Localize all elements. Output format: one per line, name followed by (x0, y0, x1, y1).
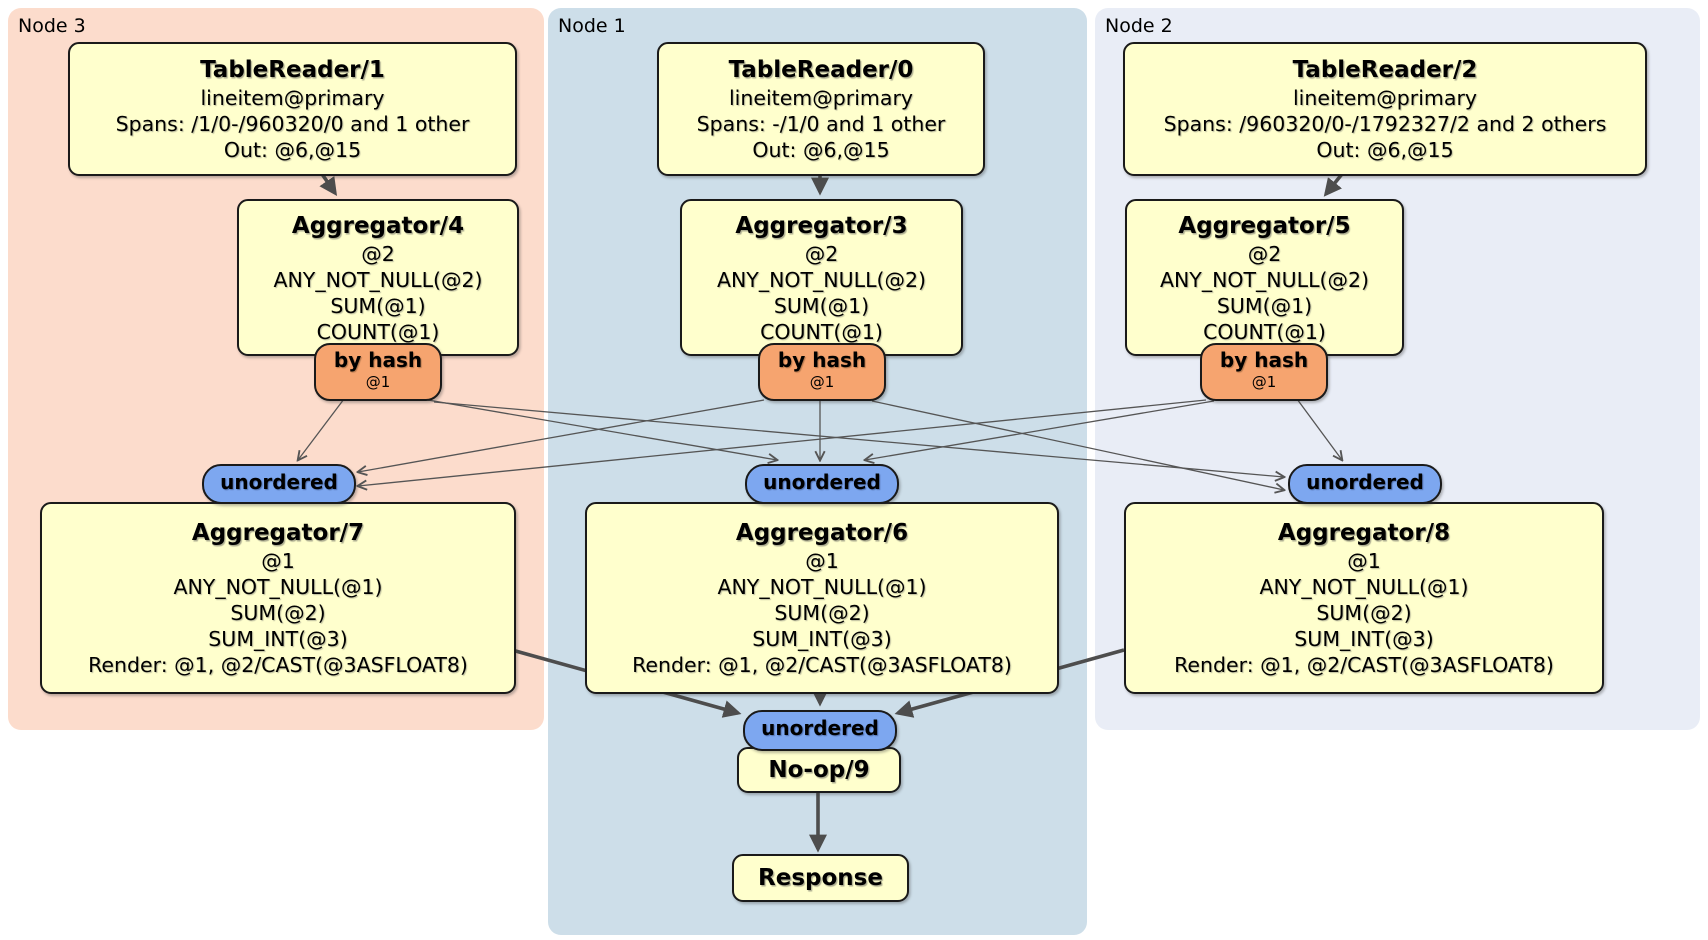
processor-detail: ANY_NOT_NULL(@2) (273, 267, 483, 292)
stream-unordered-label: unordered (220, 470, 338, 494)
processor-detail: lineitem@primary (1292, 86, 1478, 110)
processor-tablereader-0: TableReader/0 lineitem@primary Spans: -/… (657, 42, 985, 176)
stream-unordered-label: unordered (763, 470, 881, 494)
processor-noop-9: No-op/9 (737, 747, 901, 793)
processor-detail: Spans: /960320/0-/1792327/2 and 2 others (1163, 112, 1607, 136)
processor-detail: SUM_INT(@3) (1294, 627, 1434, 651)
processor-detail: ANY_NOT_NULL(@1) (717, 575, 927, 599)
processor-detail: SUM(@2) (230, 601, 326, 625)
processor-response: Response (732, 854, 909, 902)
stream-unordered-node3: unordered (202, 464, 356, 504)
processor-detail: lineitem@primary (200, 86, 385, 110)
processor-title: TableReader/0 (728, 57, 914, 83)
processor-title: Response (758, 865, 883, 891)
processor-detail: @2 (1247, 241, 1282, 266)
processor-detail: ANY_NOT_NULL(@1) (173, 575, 383, 599)
router-by-hash-key: @1 (365, 373, 391, 391)
processor-title: Aggregator/3 (735, 212, 908, 239)
processor-detail: COUNT(@1) (760, 319, 883, 344)
processor-detail: lineitem@primary (728, 86, 914, 110)
processor-aggregator-4: Aggregator/4 @2 ANY_NOT_NULL(@2) SUM(@1)… (237, 199, 519, 356)
stream-edges (298, 398, 1342, 490)
processor-detail: @2 (361, 241, 395, 266)
processor-detail: ANY_NOT_NULL(@2) (716, 267, 927, 292)
processor-detail: SUM(@2) (1316, 601, 1412, 625)
processor-aggregator-8: Aggregator/8 @1 ANY_NOT_NULL(@1) SUM(@2)… (1124, 502, 1604, 694)
processor-title: No-op/9 (768, 757, 870, 783)
processor-detail: SUM(@2) (774, 601, 870, 625)
processor-detail: @1 (261, 549, 295, 573)
processor-detail: @1 (1347, 549, 1381, 573)
stream-unordered-label: unordered (1306, 470, 1424, 494)
processor-title: TableReader/1 (200, 57, 385, 83)
processor-aggregator-7: Aggregator/7 @1 ANY_NOT_NULL(@1) SUM(@2)… (40, 502, 516, 694)
processor-detail: Out: @6,@15 (1316, 138, 1454, 162)
router-by-hash-label: by hash (1219, 348, 1309, 372)
router-by-hash-key: @1 (809, 373, 835, 391)
cluster-node-2-label: Node 2 (1105, 15, 1173, 37)
processor-aggregator-3: Aggregator/3 @2 ANY_NOT_NULL(@2) SUM(@1)… (680, 199, 963, 356)
processor-detail: SUM(@1) (773, 293, 870, 318)
processor-detail: @2 (804, 241, 839, 266)
processor-aggregator-5: Aggregator/5 @2 ANY_NOT_NULL(@2) SUM(@1)… (1125, 199, 1404, 356)
processor-detail: Render: @1, @2/CAST(@3ASFLOAT8) (88, 653, 468, 677)
processor-title: Aggregator/4 (291, 212, 465, 239)
processor-title: TableReader/2 (1292, 57, 1478, 83)
processor-detail: Spans: /1/0-/960320/0 and 1 other (115, 112, 470, 136)
processor-title: Aggregator/7 (191, 520, 365, 546)
processor-detail: Render: @1, @2/CAST(@3ASFLOAT8) (632, 653, 1012, 677)
router-by-hash-node1: by hash @1 (758, 343, 886, 401)
processor-detail: SUM(@1) (1216, 293, 1313, 318)
processor-detail: COUNT(@1) (316, 319, 440, 344)
processor-tablereader-2: TableReader/2 lineitem@primary Spans: /9… (1123, 42, 1647, 176)
router-by-hash-label: by hash (777, 348, 867, 372)
processor-detail: Out: @6,@15 (752, 138, 890, 162)
processor-tablereader-1: TableReader/1 lineitem@primary Spans: /1… (68, 42, 517, 176)
router-by-hash-key: @1 (1251, 373, 1277, 391)
processor-detail: ANY_NOT_NULL(@2) (1159, 267, 1370, 292)
processor-detail: SUM_INT(@3) (752, 627, 892, 651)
processor-detail: SUM(@1) (330, 293, 426, 318)
processor-detail: Render: @1, @2/CAST(@3ASFLOAT8) (1174, 653, 1554, 677)
processor-detail: Out: @6,@15 (223, 138, 362, 162)
stream-unordered-node2: unordered (1288, 464, 1442, 504)
processor-detail: ANY_NOT_NULL(@1) (1259, 575, 1469, 599)
processor-detail: COUNT(@1) (1203, 319, 1326, 344)
router-by-hash-label: by hash (333, 348, 423, 372)
processor-detail: Spans: -/1/0 and 1 other (696, 112, 946, 136)
processor-title: Aggregator/6 (735, 520, 909, 546)
router-by-hash-node2: by hash @1 (1200, 343, 1328, 401)
processor-title: Aggregator/8 (1277, 520, 1451, 546)
processor-detail: SUM_INT(@3) (208, 627, 348, 651)
cluster-node-3-label: Node 3 (18, 15, 86, 37)
cluster-node-1-label: Node 1 (558, 15, 626, 37)
processor-detail: @1 (805, 549, 839, 573)
processor-title: Aggregator/5 (1178, 212, 1351, 239)
stream-unordered-label: unordered (761, 716, 879, 740)
stream-unordered-final: unordered (743, 710, 897, 751)
router-by-hash-node3: by hash @1 (314, 343, 442, 401)
processor-aggregator-6: Aggregator/6 @1 ANY_NOT_NULL(@1) SUM(@2)… (585, 502, 1059, 694)
stream-unordered-node1: unordered (745, 464, 899, 504)
